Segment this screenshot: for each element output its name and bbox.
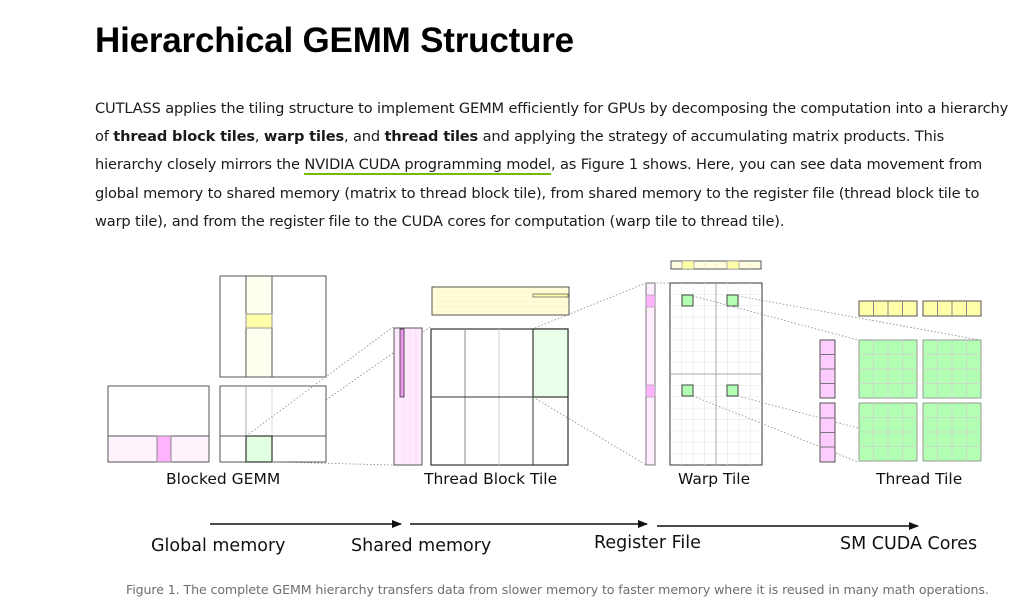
cuda-programming-model-link[interactable]: NVIDIA CUDA programming model bbox=[304, 156, 551, 176]
label-warp-tile: Warp Tile bbox=[678, 470, 751, 488]
thread-tile-group bbox=[819, 300, 982, 463]
thread-c-block bbox=[922, 402, 982, 462]
figure-caption: Figure 1. The complete GEMM hierarchy tr… bbox=[126, 582, 989, 597]
memory-flow-arrows bbox=[210, 520, 919, 530]
label-global-memory: Global memory bbox=[151, 536, 286, 556]
term-warp-tiles: warp tiles bbox=[263, 128, 344, 146]
thread-c-block bbox=[858, 339, 918, 399]
matrix-a bbox=[107, 385, 210, 463]
label-blocked-gemm: Blocked GEMM bbox=[166, 470, 281, 488]
gemm-diagram bbox=[107, 260, 982, 530]
thread-a-fragments bbox=[819, 339, 836, 463]
term-thread-tiles: thread tiles bbox=[384, 128, 479, 146]
warp-tile-group bbox=[645, 260, 763, 466]
warp-a-fragment bbox=[645, 282, 656, 466]
matrix-b bbox=[219, 275, 327, 378]
label-shared-memory: Shared memory bbox=[351, 536, 492, 556]
blocked-gemm-group bbox=[107, 275, 327, 463]
tb-b-tile bbox=[431, 286, 570, 316]
label-register-file: Register File bbox=[594, 533, 701, 553]
matrix-c bbox=[219, 385, 327, 463]
thread-block-tile-group bbox=[393, 286, 570, 466]
thread-c-blocks bbox=[858, 339, 982, 462]
para-text-2: , bbox=[254, 128, 264, 146]
para-text-1: CUTLASS applies the tiling structure to … bbox=[95, 100, 1009, 146]
thread-b-fragments bbox=[858, 300, 982, 317]
thread-c-block bbox=[922, 339, 982, 399]
thread-c-block bbox=[858, 402, 918, 462]
tb-a-tile bbox=[393, 327, 423, 466]
term-thread-block-tiles: thread block tiles bbox=[113, 128, 255, 146]
intro-paragraph: CUTLASS applies the tiling structure to … bbox=[95, 95, 1015, 236]
label-thread-block-tile: Thread Block Tile bbox=[424, 470, 558, 488]
gemm-hierarchy-figure: Blocked GEMM Thread Block Tile Warp Tile… bbox=[0, 250, 1021, 580]
page-title: Hierarchical GEMM Structure bbox=[95, 21, 574, 60]
para-text-4: and applying the strategy of accumulatin… bbox=[95, 128, 945, 174]
label-sm-cuda-cores: SM CUDA Cores bbox=[840, 534, 978, 554]
para-text-3: , and bbox=[344, 128, 385, 146]
para-text-5: , as Figure 1 shows. Here, you can see d… bbox=[95, 156, 983, 230]
label-thread-tile: Thread Tile bbox=[876, 470, 963, 488]
